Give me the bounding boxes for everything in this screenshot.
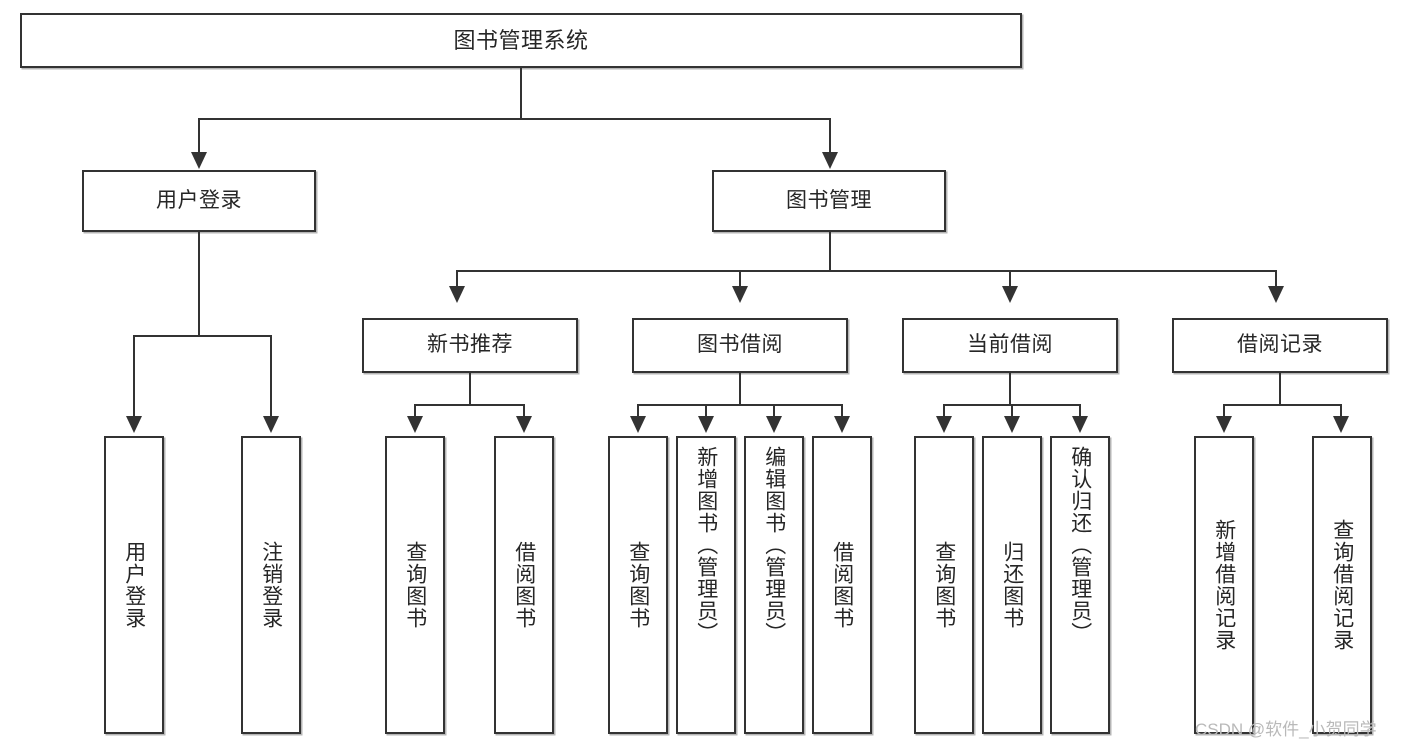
node-label: 新书推荐 <box>427 333 513 357</box>
connector-root-stem <box>520 68 522 118</box>
leaf-nbr-borrow-book[interactable]: 借阅图书 <box>494 436 554 734</box>
arrowhead-nbr-1 <box>407 416 423 433</box>
connector-bb-drop-4 <box>841 404 843 418</box>
leaf-cb-query-book[interactable]: 查询图书 <box>914 436 974 734</box>
connector-bb-drop-3 <box>773 404 775 418</box>
leaf-label: 新增图书（管理员） <box>694 446 718 644</box>
arrowhead-to-book-management <box>822 152 838 169</box>
arrowhead-bb-2 <box>698 416 714 433</box>
arrowhead-cb-3 <box>1072 416 1088 433</box>
connector-bb-bar <box>637 404 842 406</box>
leaf-label: 查询图书 <box>626 541 650 629</box>
connector-user-login-drop-1 <box>133 335 135 418</box>
node-current-borrow[interactable]: 当前借阅 <box>902 318 1118 373</box>
connector-br-stem <box>1279 373 1281 404</box>
connector-root-bar <box>198 118 831 120</box>
leaf-logout[interactable]: 注销登录 <box>241 436 301 734</box>
leaf-cb-return-book[interactable]: 归还图书 <box>982 436 1042 734</box>
connector-user-login-stem <box>198 232 200 335</box>
arrowhead-bb-4 <box>834 416 850 433</box>
connector-nbr-drop-2 <box>523 404 525 418</box>
connector-bm-drop-1 <box>456 270 458 288</box>
connector-nbr-bar <box>414 404 525 406</box>
leaf-bb-edit-book-admin[interactable]: 编辑图书（管理员） <box>744 436 804 734</box>
connector-root-drop-1 <box>198 118 200 154</box>
leaf-br-query-record[interactable]: 查询借阅记录 <box>1312 436 1372 734</box>
arrowhead-to-leaf-user-login <box>126 416 142 433</box>
node-label: 图书管理系统 <box>453 27 589 53</box>
connector-bm-drop-4 <box>1275 270 1277 288</box>
arrowhead-to-user-login <box>191 152 207 169</box>
connector-user-login-bar <box>133 335 272 337</box>
leaf-label: 查询图书 <box>403 541 427 629</box>
leaf-bb-borrow-book[interactable]: 借阅图书 <box>812 436 872 734</box>
arrowhead-to-new-book-recommend <box>449 286 465 303</box>
leaf-label: 新增借阅记录 <box>1212 519 1236 651</box>
node-book-management[interactable]: 图书管理 <box>712 170 946 232</box>
connector-cb-drop-3 <box>1079 404 1081 418</box>
connector-bb-drop-1 <box>637 404 639 418</box>
arrowhead-to-leaf-logout <box>263 416 279 433</box>
leaf-label: 查询图书 <box>932 541 956 629</box>
connector-bm-drop-3 <box>1009 270 1011 288</box>
arrowhead-cb-2 <box>1004 416 1020 433</box>
connector-br-drop-1 <box>1223 404 1225 418</box>
arrowhead-to-current-borrow <box>1002 286 1018 303</box>
connector-book-management-bar <box>456 270 1277 272</box>
connector-br-bar <box>1223 404 1342 406</box>
connector-bb-drop-2 <box>705 404 707 418</box>
connector-cb-stem <box>1009 373 1011 404</box>
leaf-bb-query-book[interactable]: 查询图书 <box>608 436 668 734</box>
connector-bm-drop-2 <box>739 270 741 288</box>
leaf-label: 编辑图书（管理员） <box>762 446 786 644</box>
connector-user-login-drop-2 <box>270 335 272 418</box>
connector-root-drop-2 <box>829 118 831 154</box>
leaf-br-add-record[interactable]: 新增借阅记录 <box>1194 436 1254 734</box>
csdn-watermark: CSDN @软件_小贺同学 <box>1195 720 1377 739</box>
leaf-label: 借阅图书 <box>830 541 854 629</box>
connector-nbr-drop-1 <box>414 404 416 418</box>
arrowhead-to-borrow-record <box>1268 286 1284 303</box>
connector-nbr-stem <box>469 373 471 404</box>
connector-cb-drop-2 <box>1011 404 1013 418</box>
leaf-user-login[interactable]: 用户登录 <box>104 436 164 734</box>
connector-cb-drop-1 <box>943 404 945 418</box>
node-label: 当前借阅 <box>967 333 1053 357</box>
connector-book-management-stem <box>829 232 831 270</box>
arrowhead-br-2 <box>1333 416 1349 433</box>
arrowhead-to-book-borrow <box>732 286 748 303</box>
leaf-label: 注销登录 <box>259 541 283 629</box>
node-user-login[interactable]: 用户登录 <box>82 170 316 232</box>
node-label: 图书借阅 <box>697 333 783 357</box>
arrowhead-bb-1 <box>630 416 646 433</box>
arrowhead-bb-3 <box>766 416 782 433</box>
connector-br-drop-2 <box>1340 404 1342 418</box>
leaf-label: 查询借阅记录 <box>1330 519 1354 651</box>
node-borrow-record[interactable]: 借阅记录 <box>1172 318 1388 373</box>
leaf-label: 借阅图书 <box>512 541 536 629</box>
node-label: 借阅记录 <box>1237 333 1323 357</box>
leaf-label: 用户登录 <box>122 541 146 629</box>
node-label: 图书管理 <box>786 188 872 212</box>
node-label: 用户登录 <box>156 188 242 212</box>
node-new-book-recommend[interactable]: 新书推荐 <box>362 318 578 373</box>
leaf-bb-add-book-admin[interactable]: 新增图书（管理员） <box>676 436 736 734</box>
node-book-management-system[interactable]: 图书管理系统 <box>20 13 1022 68</box>
arrowhead-nbr-2 <box>516 416 532 433</box>
arrowhead-br-1 <box>1216 416 1232 433</box>
node-book-borrow[interactable]: 图书借阅 <box>632 318 848 373</box>
leaf-nbr-query-book[interactable]: 查询图书 <box>385 436 445 734</box>
leaf-label: 确认归还（管理员） <box>1068 446 1092 644</box>
leaf-label: 归还图书 <box>1000 541 1024 629</box>
connector-bb-stem <box>739 373 741 404</box>
arrowhead-cb-1 <box>936 416 952 433</box>
leaf-cb-confirm-return-admin[interactable]: 确认归还（管理员） <box>1050 436 1110 734</box>
